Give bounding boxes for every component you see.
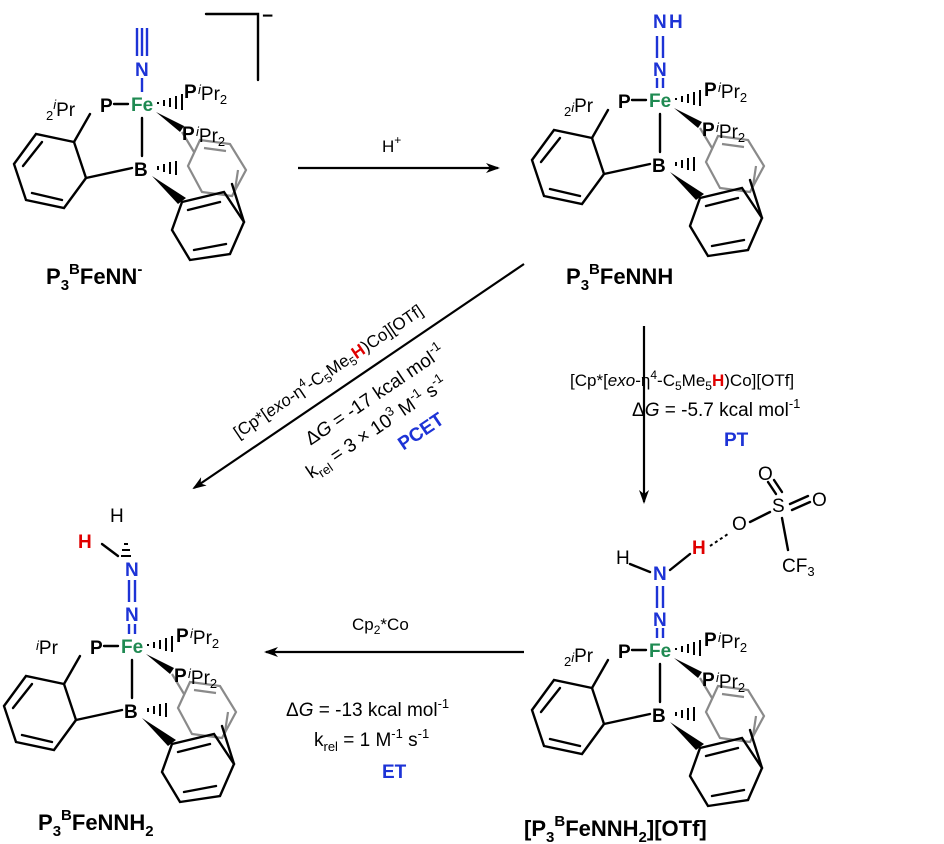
atom-n-distal: N — [653, 564, 667, 585]
atom-p-upper: P — [704, 630, 717, 651]
label-bottom-right: [P3BFeNNH2][OTf] — [524, 813, 707, 844]
atom-b: B — [134, 160, 148, 181]
ipr-left-group: 2iPr — [564, 646, 594, 669]
atom-p-upper: P — [704, 80, 717, 101]
diagonal-conditions: [Cp*[exo-η4-C5Me5H)Co][OTf] ΔG = -17 kca… — [230, 301, 448, 483]
ipr-lower-group: iPr2 — [196, 124, 225, 149]
ipr-lower-group: iPr2 — [188, 666, 217, 691]
ipr-upper-group: iPr2 — [190, 626, 219, 651]
atom-h-top: H — [110, 506, 124, 527]
atom-p-left: P — [618, 642, 631, 663]
complex-top-right: N H N Fe B P 2iPr P iPr2 P iPr2 — [530, 12, 766, 258]
atom-h-distal: H — [669, 12, 683, 33]
atom-p-lower: P — [702, 120, 715, 141]
krel-bottom: krel = 1 M-1 s-1 — [314, 726, 429, 754]
atom-n-distal: N — [653, 12, 667, 33]
atom-fe: Fe — [649, 641, 671, 662]
atom-s: S — [772, 496, 785, 517]
label-top-left: P3BFeNN- — [46, 261, 142, 294]
atom-h-transferred: H — [78, 532, 92, 553]
triflate-anion: O S O O CF3 — [732, 464, 827, 579]
atom-b: B — [652, 706, 666, 727]
atom-p-lower: P — [702, 670, 715, 691]
atom-p-lower: P — [182, 124, 195, 145]
atom-n-proximal: N — [135, 60, 149, 81]
ipr-lower-group: iPr2 — [716, 120, 745, 145]
complex-bottom-right: N N H H Fe B P 2iPr P iPr2 P iPr2 — [530, 533, 766, 808]
atom-p-left: P — [618, 92, 631, 113]
atom-p-left: P — [100, 96, 113, 117]
reagent-bottom: Cp2*Co — [352, 615, 409, 637]
dg-bottom: ΔG = -13 kcal mol-1 — [286, 696, 449, 721]
atom-b: B — [124, 702, 138, 723]
group-cf3: CF3 — [782, 556, 815, 579]
atom-fe: Fe — [131, 95, 153, 116]
arrow-pcet — [192, 263, 525, 490]
charge-sign: − — [262, 6, 273, 27]
atom-p-upper: P — [176, 626, 189, 647]
charge-bracket: − — [204, 6, 273, 82]
atom-fe: Fe — [649, 91, 671, 112]
atom-h-left: H — [616, 548, 630, 569]
atom-b: B — [652, 156, 666, 177]
reagent-right: [Cp*[exo-η4-C5Me5H)Co][OTf] — [570, 368, 794, 393]
ipr-left-group: 2iPr — [46, 97, 76, 124]
tag-et: ET — [382, 762, 407, 783]
ipr-upper-group: iPr2 — [718, 630, 747, 655]
atom-o-top: O — [758, 464, 773, 485]
atom-p-left: P — [90, 638, 103, 659]
complex-bottom-left: N N H H Fe B P iPr P iPr2 P iPr2 — [2, 506, 238, 804]
atom-n-proximal: N — [125, 605, 139, 626]
complex-top-left: N Fe B P 2iPr P iPr2 P iPr2 — [12, 28, 248, 262]
tag-pt: PT — [724, 430, 749, 451]
ipr-upper-group: iPr2 — [198, 82, 227, 107]
ipr-lower-group: iPr2 — [716, 670, 745, 695]
dg-right: ΔG = -5.7 kcal mol-1 — [632, 396, 800, 421]
ipr-left-group: iPr — [36, 638, 59, 659]
atom-h-hbond: H — [692, 538, 706, 559]
atom-p-lower: P — [174, 666, 187, 687]
label-top-right: P3BFeNNH — [566, 261, 673, 294]
ipr-left-group: 2iPr — [564, 96, 594, 119]
atom-o-right: O — [812, 490, 827, 511]
atom-n-distal: N — [125, 560, 139, 581]
atom-n-proximal: N — [653, 60, 667, 81]
ipr-upper-group: iPr2 — [718, 80, 747, 105]
atom-o-hbond: O — [732, 514, 747, 535]
atom-fe: Fe — [121, 637, 143, 658]
label-bottom-left: P3BFeNNH2 — [38, 807, 154, 840]
atom-p-upper: P — [184, 82, 197, 103]
atom-n-proximal: N — [653, 610, 667, 631]
reagent-h-plus: H+ — [382, 133, 401, 156]
